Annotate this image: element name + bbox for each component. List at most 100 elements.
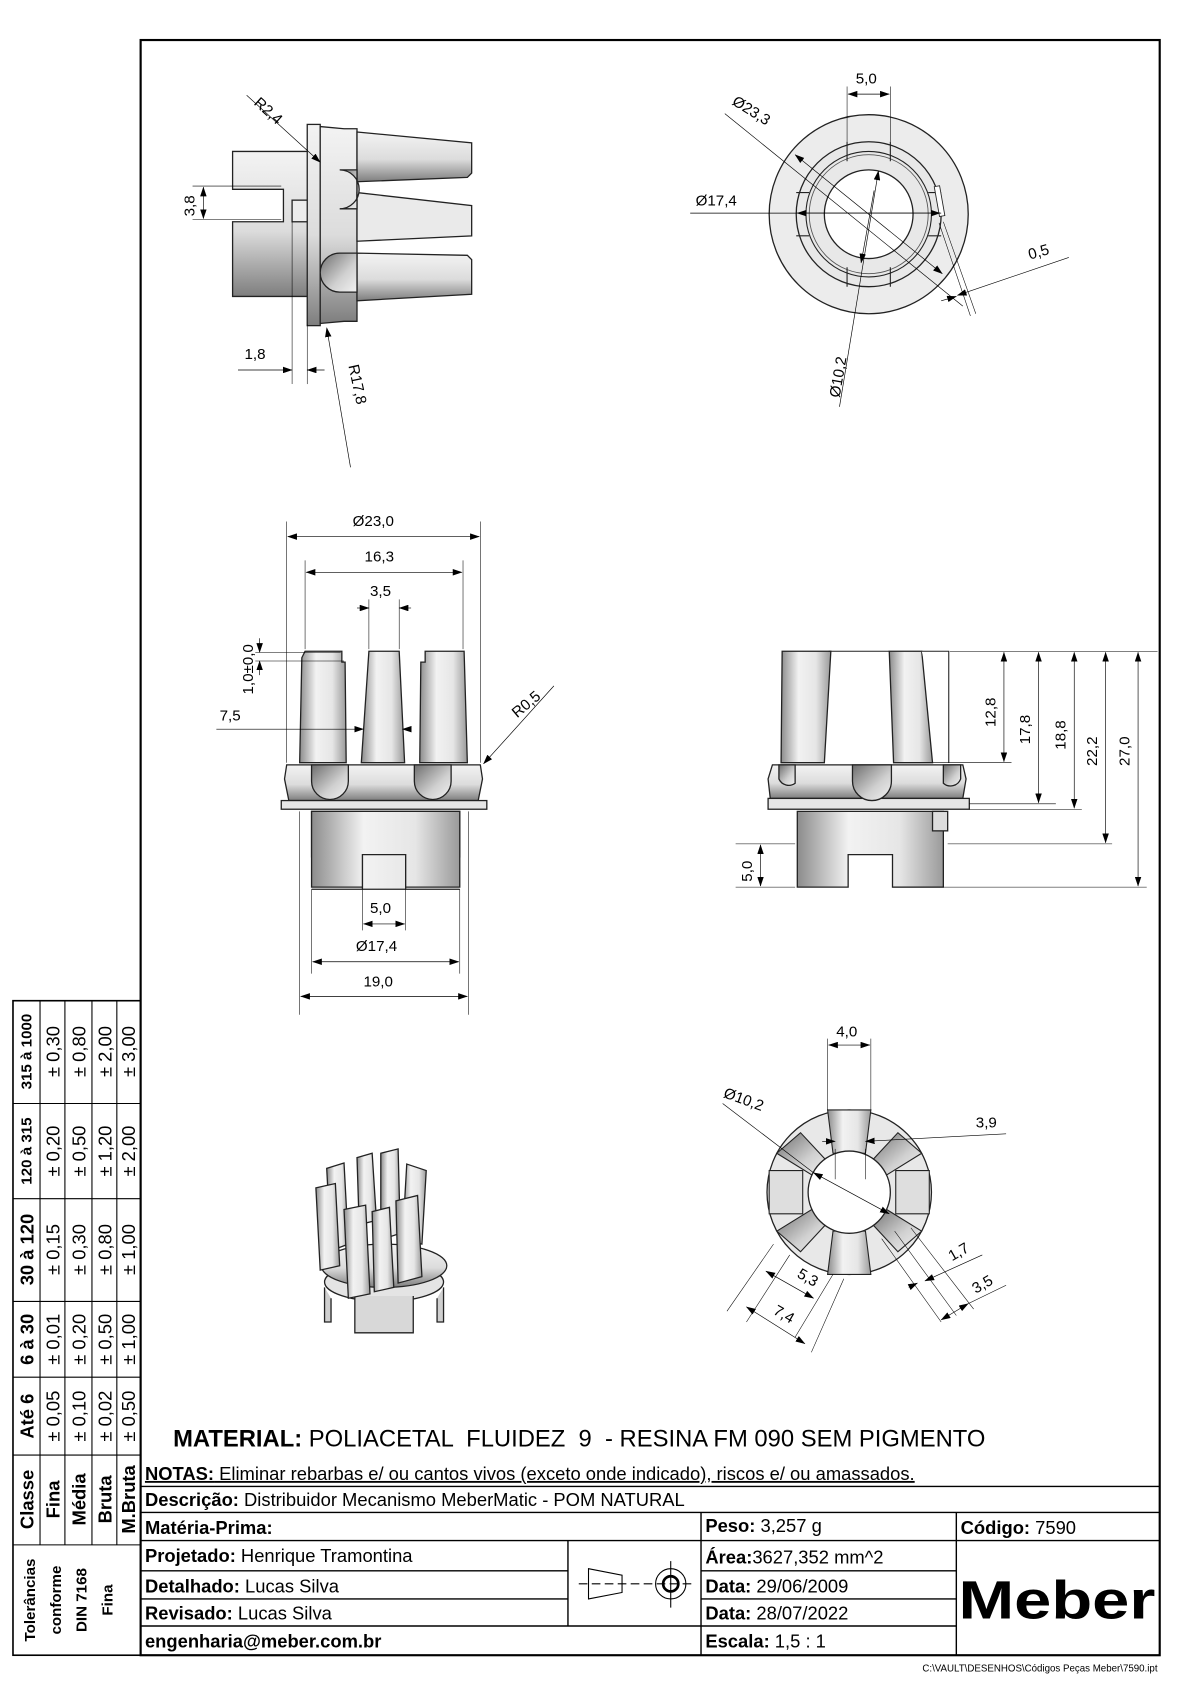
dim-bottom-d39: 3,9 [976,1114,997,1131]
dim-right-d270: 27,0 [1116,736,1133,765]
dim-front-d163: 16,3 [365,548,394,565]
dim-bottom-d74: 7,4 [770,1302,797,1327]
tolerance-value: ± 1,00 [118,1224,139,1275]
date-revised-value: 28/07/2022 [751,1603,848,1624]
dim-front-d10: 1,0±0,0 [240,644,257,694]
dim-front-d230: Ø23,0 [353,513,394,530]
dim-bottom-d40: 4,0 [836,1023,857,1040]
dim-right-d178: 17,8 [1017,715,1034,744]
dim-side-r178: R17,8 [344,363,369,406]
side-finger-top [356,131,473,183]
material-value: POLIACETAL FLUIDEZ 9 - RESINA FM 090 SEM… [302,1425,985,1452]
side-collar [319,125,358,325]
tolerance-standard-label: conforme [48,1566,65,1635]
notes-line: NOTAS: Eliminar rebarbas e/ ou cantos vi… [145,1463,915,1484]
dim-front-d35: 3,5 [370,583,391,600]
detailed-line: Detalhado: Lucas Silva [145,1575,340,1596]
class-name: Bruta [94,1475,115,1524]
tolerance-value: ± 0,50 [118,1391,139,1442]
side-notch-bottom [319,252,358,293]
weight-value: 3,257 g [755,1515,821,1536]
tolerance-value: ± 0,02 [94,1391,115,1442]
tolerance-value: ± 0,15 [43,1224,64,1275]
side-notch-top [339,169,360,210]
dim-side-d38: 3,8 [182,195,199,216]
dim-right-d222: 22,2 [1084,736,1101,765]
raw-material-label: Matéria-Prima: [145,1517,273,1538]
tolerance-value: ± 0,10 [68,1391,89,1442]
tolerance-value: ± 2,00 [94,1026,115,1077]
date-revised-line: Data: 28/07/2022 [705,1603,848,1624]
tolerance-standard-label: Tolerâncias [22,1559,39,1642]
range-header: 120 à 315 [19,1117,36,1184]
top-view: 5,0 Ø23,3 Ø17,4 0,5 Ø10,2 [690,70,1069,407]
dim-top-d05: 0,5 [1026,241,1051,263]
tolerance-value: ± 1,00 [118,1314,139,1365]
tolerance-value: ± 0,20 [43,1126,64,1177]
notes-label: NOTAS: [145,1463,214,1484]
tolerance-value: ± 0,30 [68,1224,89,1275]
revised-label: Revisado: [145,1603,233,1624]
bottom-view: 4,0 Ø10,2 3,9 1,7 3,5 5,3 7,4 [721,1023,1007,1353]
weight-line: Peso: 3,257 g [705,1515,821,1536]
dim-bottom-d53: 5,3 [794,1265,821,1290]
dim-bottom-d102: Ø10,2 [721,1085,766,1115]
area-label: Área: [705,1546,752,1567]
front-view: Ø23,0 16,3 3,5 1,0±0,0 7,5 R0,5 5,0 Ø17,… [216,513,555,1015]
range-header: 6 à 30 [17,1314,38,1365]
file-path: C:\VAULT\DESENHOS\Códigos Peças Meber\75… [922,1663,1157,1674]
class-name: Média [68,1473,89,1526]
class-header: Classe [17,1470,38,1529]
dim-right-d188: 18,8 [1053,720,1070,749]
revised-value: Lucas Silva [233,1603,333,1624]
code-line: Código: 7590 [961,1517,1076,1538]
scale-line: Escala: 1,5 : 1 [705,1631,826,1652]
description-label: Descrição: [145,1489,239,1510]
right-side-view: 12,8 17,8 18,8 22,2 27,0 5,0 [735,650,1158,888]
class-name: Fina [43,1480,64,1519]
tolerance-value: ± 0,50 [94,1314,115,1365]
tolerance-value: ± 0,01 [43,1314,64,1365]
meber-logo: Meber [958,1570,1155,1630]
dim-top-w50: 5,0 [856,70,877,87]
range-header: 315 à 1000 [19,1014,36,1090]
dim-top-d102: Ø10,2 [827,355,851,399]
revised-line: Revisado: Lucas Silva [145,1603,333,1624]
side-finger-middle [356,191,473,242]
description-value: Distribuidor Mecanismo MeberMatic - POM … [239,1489,685,1510]
dim-top-d233: Ø23,3 [729,93,773,129]
detailed-label: Detalhado: [145,1575,240,1596]
tolerance-value: ± 2,00 [118,1126,139,1177]
scale-value: 1,5 : 1 [770,1631,826,1652]
material-label: MATERIAL: [173,1425,302,1452]
tolerance-value: ± 3,00 [118,1026,139,1077]
tolerance-value: ± 0,05 [43,1391,64,1442]
area-value: 3627,352 mm^2 [752,1546,883,1567]
date-created-label: Data: [705,1575,751,1596]
dim-front-d50: 5,0 [370,900,391,917]
dim-top-d174: Ø17,4 [696,193,737,210]
description-line: Descrição: Distribuidor Mecanismo MeberM… [145,1489,685,1510]
third-angle-projection-icon [578,1561,693,1608]
tolerance-value: ± 0,20 [68,1314,89,1365]
class-name: M.Bruta [118,1464,139,1533]
side-view: R2,4 3,8 1,8 R17,8 [182,94,473,468]
scale-label: Escala: [705,1631,769,1652]
drawing-frame [139,38,1161,1657]
range-header: 30 à 120 [17,1214,38,1286]
dim-right-d128: 12,8 [982,698,999,727]
email-text: engenharia@meber.com.br [145,1631,381,1652]
area-line: Área:3627,352 mm^2 [705,1546,883,1567]
weight-label: Peso: [705,1515,755,1536]
title-block: MATERIAL: POLIACETAL FLUIDEZ 9 - RESINA … [140,1425,1160,1674]
material-line: MATERIAL: POLIACETAL FLUIDEZ 9 - RESINA … [173,1425,985,1452]
tolerance-value: ± 0,80 [68,1026,89,1077]
side-hub [231,150,315,298]
isometric-view [315,1148,448,1334]
tolerance-value: ± 0,50 [68,1126,89,1177]
dim-front-d75: 7,5 [220,708,241,725]
dim-bottom-d35: 3,5 [969,1272,996,1297]
side-flange [306,123,321,327]
